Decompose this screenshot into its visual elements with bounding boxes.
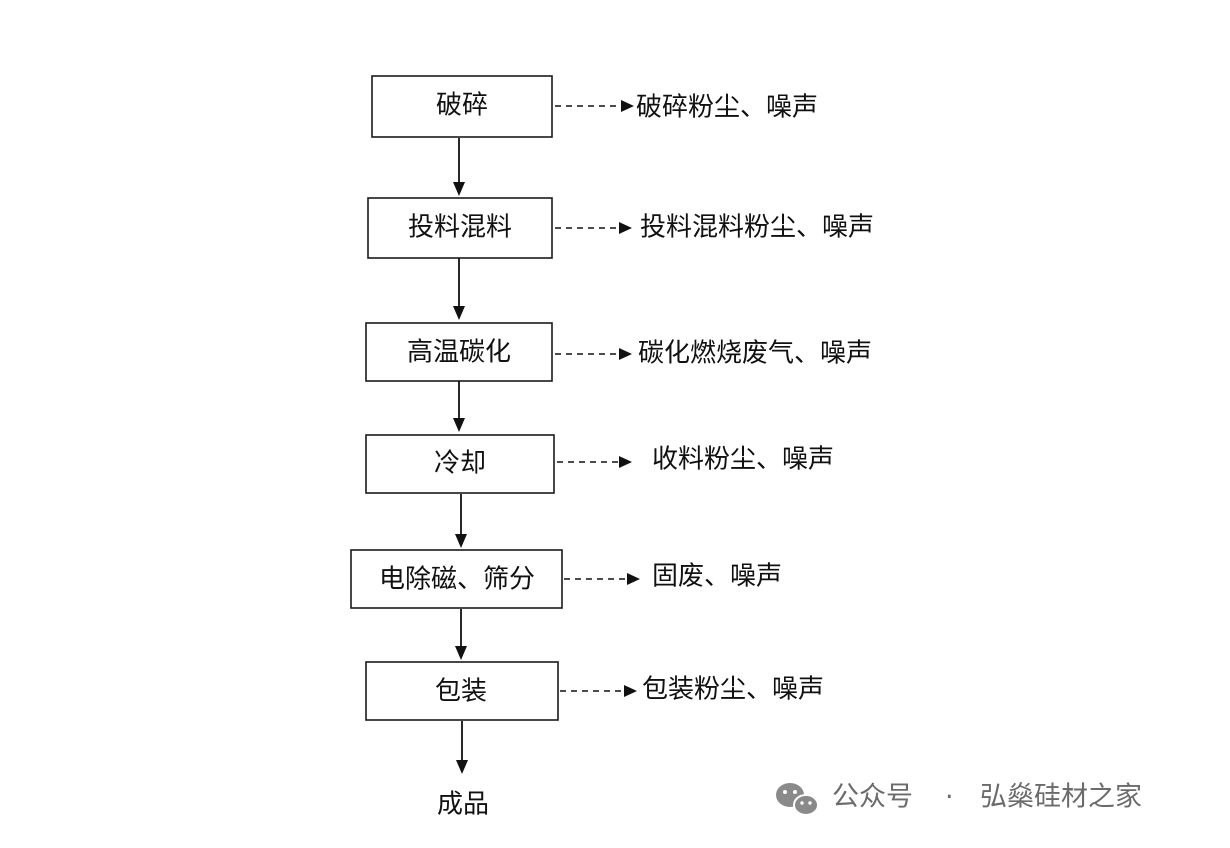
arrow-right-icon (619, 456, 632, 468)
watermark-name: 弘燊硅材之家 (980, 782, 1142, 813)
wechat-icon (776, 783, 819, 816)
watermark-separator: · (945, 782, 954, 813)
emission-demagnetize-sieve: 固废、噪声 (564, 562, 782, 592)
watermark: 公众号 · 弘燊硅材之家 (776, 782, 1142, 816)
emission-packaging: 包装粉尘、噪声 (560, 675, 824, 705)
arrow-down-icon (455, 534, 467, 548)
emission-label: 破碎粉尘、噪声 (636, 93, 818, 123)
emission-crushing: 破碎粉尘、噪声 (555, 93, 818, 123)
wechat-eye (793, 790, 797, 794)
process-step-carbonization: 高温碳化 (365, 322, 553, 382)
emission-feeding-mixing: 投料混料粉尘、噪声 (555, 213, 874, 243)
final-product-label: 成品 (437, 790, 489, 820)
step-box (365, 322, 553, 382)
watermark-prefix: 公众号 (832, 782, 913, 813)
wechat-eye (800, 801, 804, 805)
process-step-cooling: 冷却 (365, 434, 555, 494)
emission-label: 碳化燃烧废气、噪声 (638, 339, 872, 369)
emission-carbonization: 碳化燃烧废气、噪声 (555, 339, 872, 369)
process-step-demagnetize-sieve: 电除磁、筛分 (350, 549, 563, 609)
wechat-eye (783, 790, 787, 794)
step-box (371, 75, 553, 138)
emission-label: 固废、噪声 (652, 562, 782, 592)
wechat-eye (808, 801, 812, 805)
arrow-down-icon (456, 760, 468, 774)
flow-arrow-4 (455, 494, 467, 548)
flow-arrow-3 (453, 381, 465, 432)
wechat-bubble-small (793, 794, 819, 816)
step-box (365, 661, 559, 721)
emission-label: 投料混料粉尘、噪声 (640, 213, 874, 243)
arrow-right-icon (619, 348, 632, 360)
emission-cooling: 收料粉尘、噪声 (557, 445, 834, 475)
step-label: 高温碳化 (407, 338, 511, 368)
flow-arrow-5 (455, 609, 467, 660)
step-label: 破碎 (436, 91, 488, 121)
step-label: 电除磁、筛分 (379, 565, 535, 595)
arrow-right-icon (624, 685, 637, 697)
step-label: 包装 (435, 677, 487, 707)
arrow-right-icon (619, 222, 632, 234)
arrow-down-icon (453, 182, 465, 196)
arrow-right-icon (627, 573, 640, 585)
emission-label: 收料粉尘、噪声 (652, 445, 834, 475)
step-label: 投料混料 (408, 213, 512, 243)
arrow-right-icon (621, 100, 634, 112)
step-label: 冷却 (434, 449, 486, 479)
arrow-down-icon (453, 418, 465, 432)
arrow-down-icon (453, 306, 465, 320)
process-step-crushing: 破碎 (371, 75, 553, 138)
step-box (367, 197, 553, 259)
step-box (350, 549, 563, 609)
flow-arrow-6 (456, 721, 468, 774)
process-step-feeding-mixing: 投料混料 (367, 197, 553, 259)
step-box (365, 434, 555, 494)
emission-label: 包装粉尘、噪声 (642, 675, 824, 705)
flow-arrow-1 (453, 138, 465, 196)
process-step-packaging: 包装 (365, 661, 559, 721)
arrow-down-icon (455, 646, 467, 660)
flow-arrow-2 (453, 258, 465, 320)
